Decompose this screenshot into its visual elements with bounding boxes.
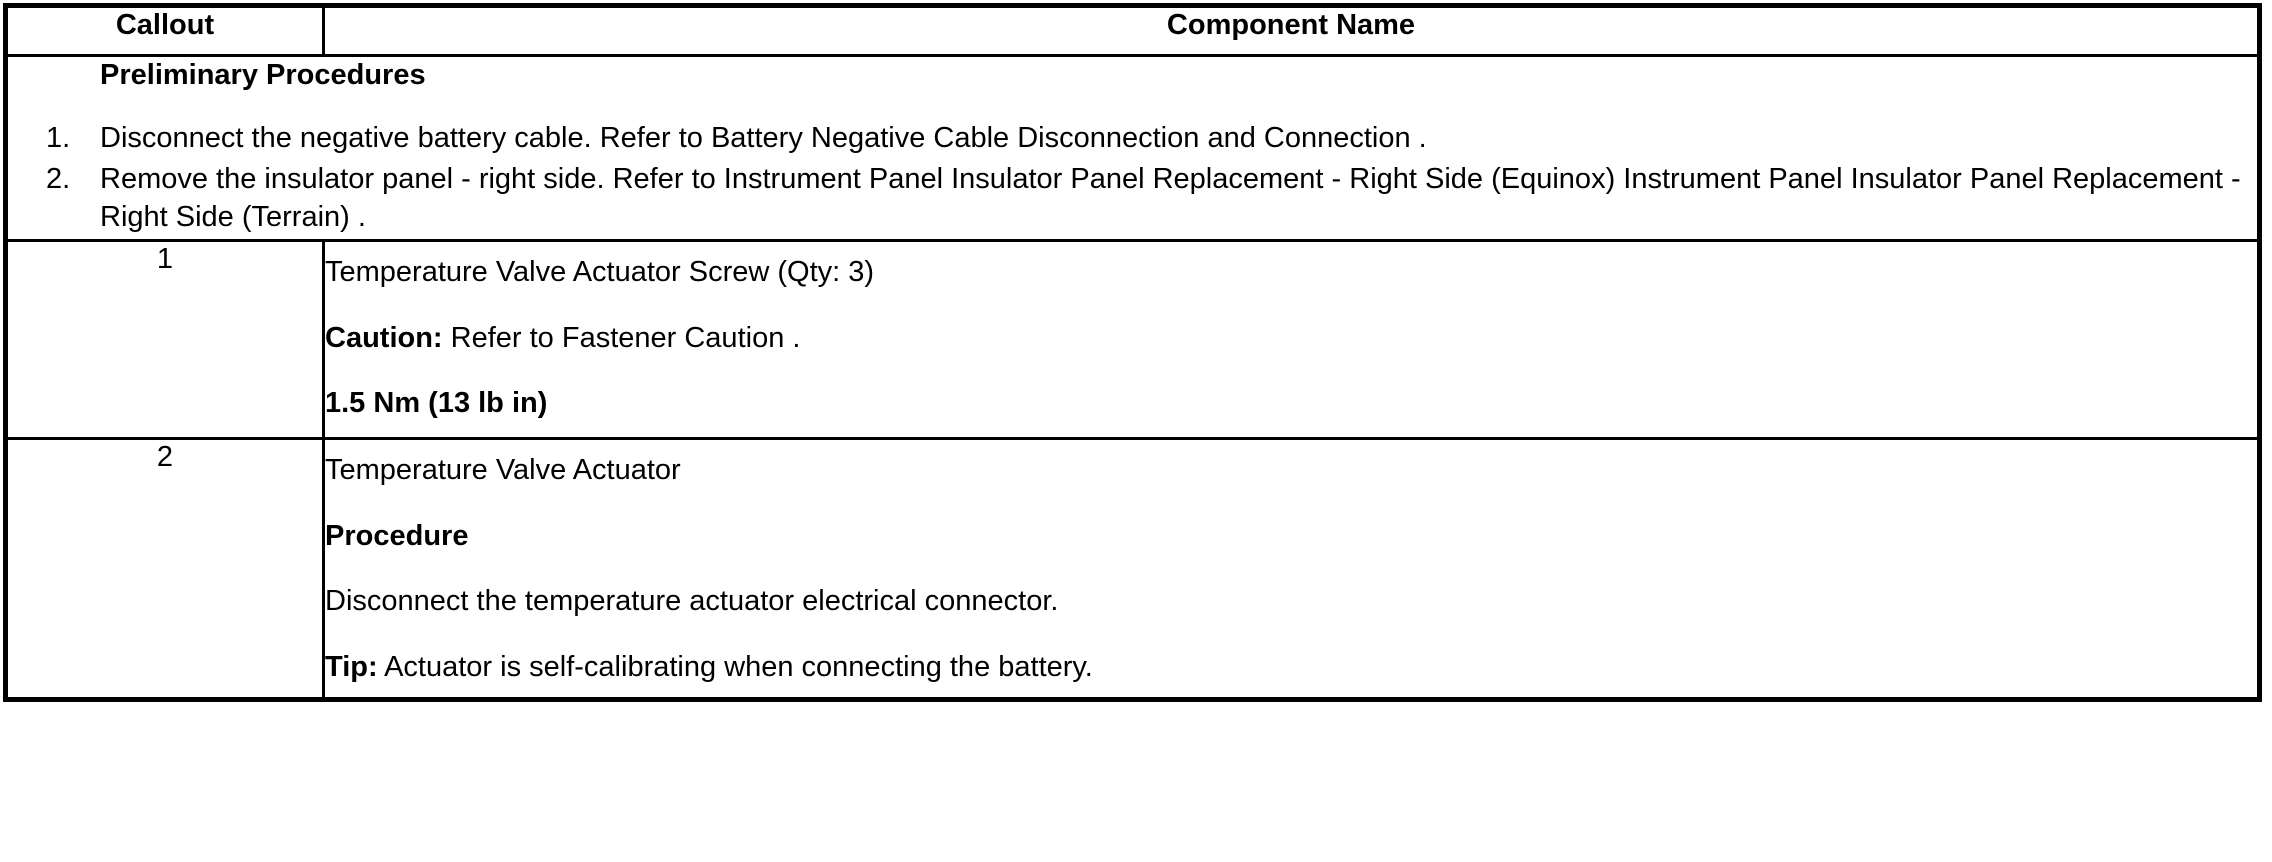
caution-text: Refer to Fastener Caution . xyxy=(442,321,801,354)
list-item: 1. Disconnect the negative battery cable… xyxy=(8,119,2257,158)
column-header-callout: Callout xyxy=(4,4,325,57)
table-row: 2 Temperature Valve Actuator Procedure D… xyxy=(4,437,2261,701)
table-row-preliminary: Preliminary Procedures 1. Disconnect the… xyxy=(4,54,2261,242)
list-item-text: Remove the insulator panel - right side.… xyxy=(100,162,2241,234)
callout-number-1: 1 xyxy=(4,238,325,441)
procedure-heading: Procedure xyxy=(325,519,469,552)
component-title: Temperature Valve Actuator Screw (Qty: 3… xyxy=(325,255,875,288)
service-procedure-table: Callout Component Name Preliminary Proce… xyxy=(3,3,2262,702)
tip-text: Actuator is self-calibrating when connec… xyxy=(377,651,1093,684)
caution-note: Caution: Refer to Fastener Caution . xyxy=(325,320,2257,358)
list-item-number: 2. xyxy=(46,162,71,195)
procedure-step: Disconnect the temperature actuator elec… xyxy=(325,585,1059,618)
list-item: 2. Remove the insulator panel - right si… xyxy=(8,160,2257,237)
list-item-text: Disconnect the negative battery cable. R… xyxy=(100,122,1427,155)
preliminary-procedures-cell: Preliminary Procedures 1. Disconnect the… xyxy=(4,54,2261,242)
column-header-component-name: Component Name xyxy=(322,4,2261,57)
preliminary-procedures-list: 1. Disconnect the negative battery cable… xyxy=(8,119,2257,237)
torque-specification: 1.5 Nm (13 lb in) xyxy=(325,387,548,420)
component-detail-1: Temperature Valve Actuator Screw (Qty: 3… xyxy=(322,238,2261,441)
table-header: Callout Component Name xyxy=(4,4,2261,57)
caution-label: Caution: xyxy=(325,321,443,354)
tip-label: Tip: xyxy=(325,651,378,684)
preliminary-procedures-title: Preliminary Procedures xyxy=(100,59,426,91)
callout-number-2: 2 xyxy=(4,437,325,701)
component-title: Temperature Valve Actuator xyxy=(325,454,681,486)
list-item-number: 1. xyxy=(46,122,71,155)
table-body: Preliminary Procedures 1. Disconnect the… xyxy=(4,54,2261,701)
table-header-row: Callout Component Name xyxy=(4,4,2261,57)
component-detail-2: Temperature Valve Actuator Procedure Dis… xyxy=(322,437,2261,701)
tip-note: Tip: Actuator is self-calibrating when c… xyxy=(325,649,2257,687)
table-row: 1 Temperature Valve Actuator Screw (Qty:… xyxy=(4,238,2261,441)
